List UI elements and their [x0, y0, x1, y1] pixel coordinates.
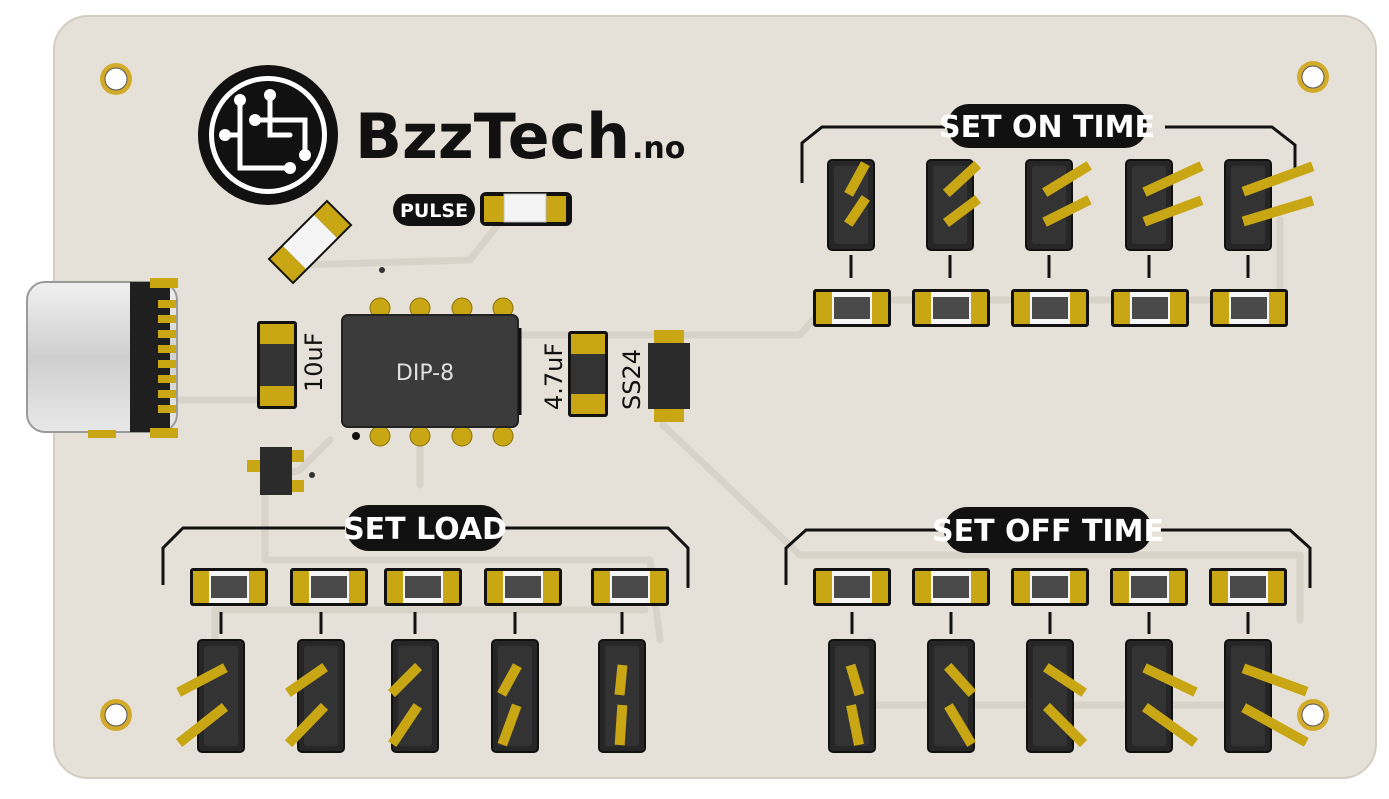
bracket-set-load	[161, 526, 690, 588]
bracket-set-off-time	[784, 528, 1312, 588]
pin-header-off-5	[1224, 612, 1309, 753]
diode-label: SS24	[618, 349, 646, 410]
via	[379, 267, 385, 273]
ic-label: DIP-8	[396, 361, 454, 386]
brand-name: BzzTech	[355, 100, 630, 173]
pin-header-load-2	[284, 612, 345, 753]
on-time-resistors	[813, 289, 1288, 327]
usb-c-connector-icon	[26, 278, 178, 438]
load-headers	[175, 612, 646, 753]
pin-header-load-4	[491, 612, 539, 753]
pin-header-on-2	[926, 159, 982, 278]
pin-header-on-5	[1224, 159, 1315, 278]
load-resistors	[190, 568, 669, 606]
pin-header-off-3	[1026, 612, 1088, 753]
pin-header-load-3	[387, 612, 439, 753]
pin-header-on-4	[1125, 159, 1204, 278]
resistor-off-4	[1110, 568, 1188, 606]
brand-suffix: .no	[632, 131, 685, 166]
pin-header-load-5	[598, 612, 646, 753]
diode-ss24	[648, 330, 690, 422]
resistor-load-1	[190, 568, 268, 606]
off-time-resistors	[813, 568, 1287, 606]
resistor-load-5	[591, 568, 669, 606]
resistor-load-4	[484, 568, 562, 606]
pin-header-on-3	[1025, 159, 1092, 278]
set-on-time-label-bg	[947, 104, 1147, 148]
transistor-sot23	[247, 447, 315, 495]
on-time-headers	[827, 159, 1315, 278]
resistor-on-3	[1011, 289, 1089, 327]
resistor-on-2	[912, 289, 990, 327]
resistor-on-4	[1111, 289, 1189, 327]
ic-dip8	[341, 297, 522, 447]
resistor-load-2	[290, 568, 368, 606]
pin-header-load-1	[175, 612, 245, 753]
resistor-on-5	[1210, 289, 1288, 327]
resistor-off-2	[912, 568, 990, 606]
resistor-off-1	[813, 568, 891, 606]
pin-header-off-2	[927, 612, 977, 753]
resistor-off-3	[1011, 568, 1089, 606]
set-load-label-bg	[346, 505, 504, 551]
set-load-label: SET LOAD	[343, 512, 507, 547]
pulse-label-bg	[393, 194, 475, 226]
bracket-set-on-time	[800, 125, 1297, 183]
resistor-pulse	[267, 199, 353, 285]
cap-10uf-label: 10uF	[300, 332, 328, 392]
mounting-holes	[100, 61, 1329, 731]
capacitor-10uf	[257, 321, 297, 409]
resistor-load-3	[384, 568, 462, 606]
led-icon	[480, 192, 572, 226]
pin-header-on-1	[827, 159, 875, 278]
pin-header-off-1	[828, 612, 876, 753]
cap-4-7uf-label: 4.7uF	[540, 343, 568, 410]
resistor-on-1	[813, 289, 891, 327]
capacitor-4-7uf	[568, 331, 608, 417]
pulse-label: PULSE	[400, 200, 468, 222]
set-on-time-label: SET ON TIME	[939, 110, 1155, 145]
circuit-logo-icon	[198, 65, 338, 205]
resistor-off-5	[1209, 568, 1287, 606]
set-off-time-label-bg	[944, 507, 1152, 553]
set-off-time-label: SET OFF TIME	[932, 514, 1164, 549]
off-time-headers	[828, 612, 1309, 753]
pin-header-off-4	[1125, 612, 1198, 753]
